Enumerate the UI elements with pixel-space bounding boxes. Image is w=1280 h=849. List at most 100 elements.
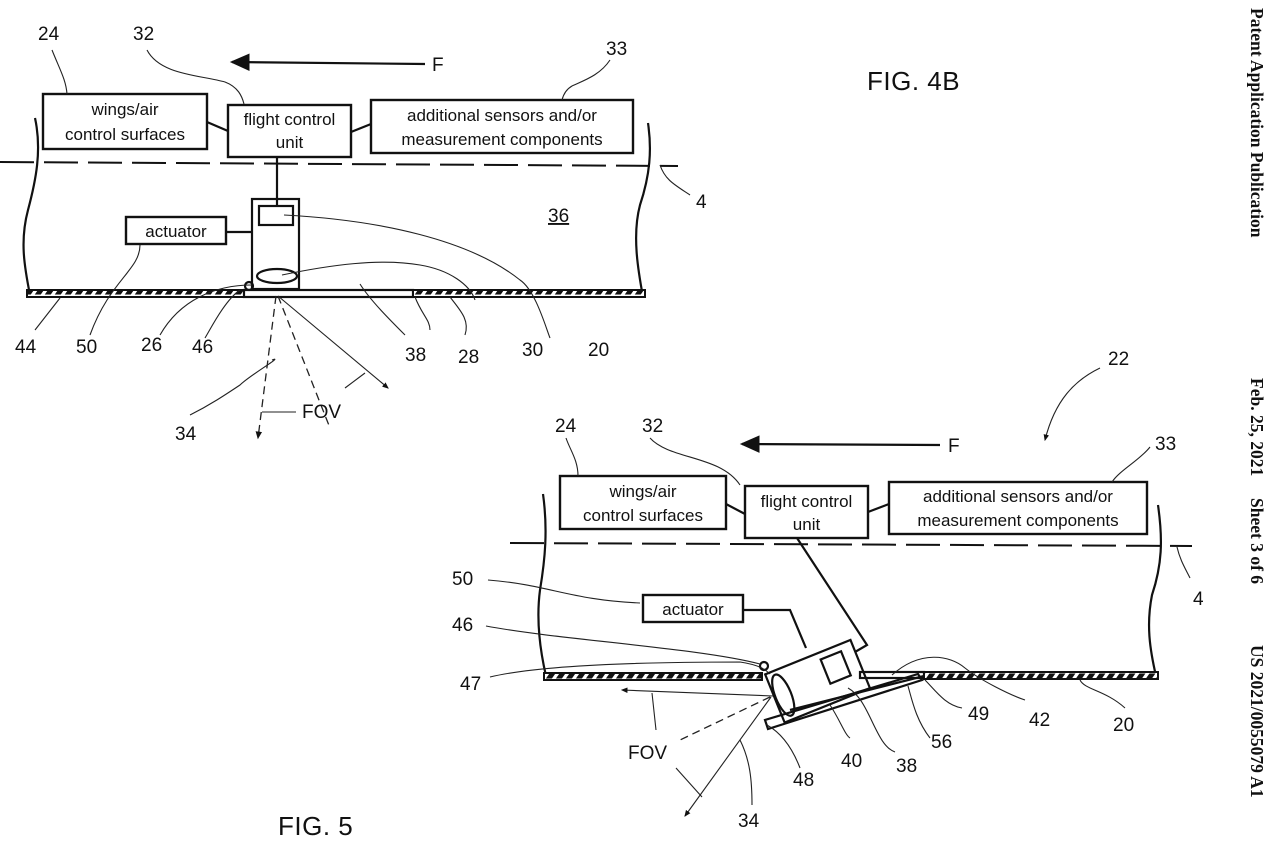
ref-47: 47 [460, 674, 481, 695]
actuator-label: actuator [145, 222, 207, 241]
sensor-module [819, 649, 853, 686]
leader-line [659, 164, 691, 196]
leader-line [34, 297, 61, 331]
ref-24: 24 [38, 24, 60, 45]
fcu-box-line1: flight control [761, 492, 853, 511]
ref-22: 22 [1108, 349, 1129, 370]
ref-32: 32 [133, 24, 154, 45]
sensors-box-line1: additional sensors and/or [407, 106, 597, 125]
ref-33-fig5: 33 [1155, 434, 1176, 455]
actuator-box: actuator [124, 215, 228, 246]
leader-line [283, 214, 551, 339]
ref-46-fig5: 46 [452, 615, 473, 636]
flight-control-unit-box-fig5: flight control unit [743, 484, 870, 540]
ref-30: 30 [522, 340, 543, 361]
actuator-label: actuator [662, 600, 724, 619]
fov-leader [675, 767, 703, 798]
leader-line [766, 724, 801, 769]
fuselage-skin-47 [543, 672, 763, 681]
publication-type: Patent Application Publication [1247, 8, 1267, 238]
leader-line [739, 739, 753, 806]
leader-line [487, 579, 641, 604]
plate-inner-edge [789, 674, 925, 712]
fov-ray-down [684, 696, 772, 817]
connector [867, 502, 890, 514]
ref-38: 38 [405, 345, 426, 366]
ref-20-fig5: 20 [1113, 715, 1134, 736]
wings-box-line2: control surfaces [583, 506, 703, 525]
actuator-box-fig5: actuator [641, 593, 745, 624]
figure-4b-title: FIG. 4B [867, 66, 960, 96]
actuator-link-fig5 [743, 608, 808, 649]
sensor-housing-fig5 [763, 638, 872, 725]
wings-air-control-surfaces-box-fig5: wings/air control surfaces [558, 474, 728, 531]
fuselage-skin-44 [26, 289, 245, 298]
connector [725, 503, 746, 515]
pivot-46-fig5 [758, 660, 770, 672]
centerline [0, 161, 679, 167]
leader-line [561, 59, 611, 101]
ref-46: 46 [192, 337, 213, 358]
arrow-left-icon [229, 53, 426, 71]
wings-box-line1: wings/air [608, 482, 676, 501]
leader-line [159, 284, 253, 336]
ref-48: 48 [793, 770, 814, 791]
assembly-pointer-22 [1043, 367, 1101, 442]
ref-33: 33 [606, 39, 627, 60]
sheet-number: Sheet 3 of 6 [1247, 498, 1267, 585]
fov-label: FOV [302, 402, 341, 423]
leader-line [189, 358, 276, 416]
wings-air-control-surfaces-box: wings/air control surfaces [41, 92, 209, 151]
flight-control-unit-box: flight control unit [226, 103, 353, 159]
flight-direction-label: F [432, 55, 444, 76]
leader-line [414, 296, 431, 331]
ref-26: 26 [141, 335, 162, 356]
leader-line [204, 289, 241, 339]
ref-34: 34 [175, 424, 197, 445]
ref-38-fig5: 38 [896, 756, 917, 777]
leader-line [51, 49, 68, 95]
fuselage-right-edge-fig5 [1147, 504, 1163, 677]
fov-ray-mid [277, 295, 331, 429]
ref-4: 4 [696, 192, 707, 213]
leader-line [891, 656, 1026, 701]
ref-4-fig5: 4 [1193, 589, 1204, 610]
leader-line [924, 679, 963, 709]
fov-leader [651, 692, 657, 731]
publication-number: US 2021/0055079 A1 [1247, 645, 1267, 798]
leader-line [565, 437, 579, 477]
fuselage-right-edge [635, 122, 652, 298]
fcu-sensor-link-fig5 [796, 537, 869, 653]
fov-ray-left [255, 295, 277, 440]
leader-line [1176, 546, 1191, 579]
connector [206, 120, 229, 133]
fuselage-left-edge-fig5 [537, 493, 548, 677]
ref-34-fig5: 34 [738, 811, 760, 832]
ref-24-fig5: 24 [555, 416, 577, 437]
fov-ray-mid [679, 696, 771, 741]
leader-line [281, 261, 476, 301]
leader-line [485, 625, 761, 665]
arrow-left-icon [739, 435, 941, 453]
figure-5: FIG. 5 22 F wings/air control surfaces f… [278, 37, 1204, 841]
leader-line [1111, 446, 1151, 483]
sensors-box-line1: additional sensors and/or [923, 487, 1113, 506]
flight-direction-arrow: F [229, 53, 444, 76]
leader-line [847, 687, 896, 753]
ref-32-fig5: 32 [642, 416, 663, 437]
leader-line [449, 296, 467, 336]
leader-line [649, 437, 741, 486]
fov-ray-right [277, 295, 389, 389]
fov-leader [344, 372, 366, 389]
fov-label-fig5: FOV [628, 743, 667, 764]
ref-49: 49 [968, 704, 989, 725]
wings-box-line1: wings/air [90, 100, 158, 119]
sensors-box-line2: measurement components [917, 511, 1118, 530]
leader-line [1079, 679, 1126, 709]
leader-line [89, 244, 141, 336]
fuselage-skin-20-fig5 [923, 671, 1159, 680]
ref-20: 20 [588, 340, 609, 361]
publication-date: Feb. 25, 2021 [1247, 378, 1267, 477]
centerline-fig5 [509, 542, 1193, 547]
